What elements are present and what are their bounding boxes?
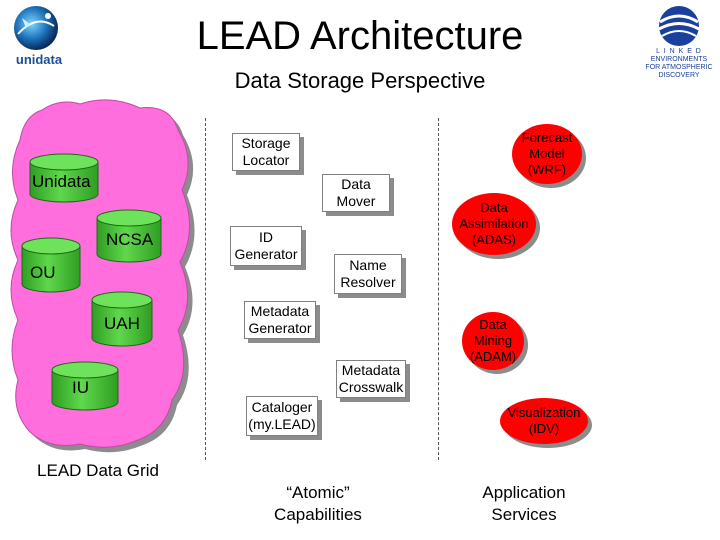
site-label-uah: UAH bbox=[104, 314, 140, 333]
cylinder-ncsa bbox=[96, 209, 162, 263]
separator-right bbox=[438, 118, 439, 460]
metadata-generator-label: Metadata Generator bbox=[248, 303, 312, 336]
visualization-label: Visualization (IDV) bbox=[507, 405, 581, 436]
unidata-logo-text: unidata bbox=[15, 52, 63, 67]
unidata-logo: unidata bbox=[8, 4, 74, 70]
forecast-model-service: Forecast Model (WRF) bbox=[512, 124, 582, 184]
lead-logo-text-4: DISCOVERY bbox=[658, 72, 700, 79]
globe-icon bbox=[14, 6, 58, 50]
cataloger-label: Cataloger (my.LEAD) bbox=[248, 399, 316, 432]
atomic-caption-text: “Atomic” Capabilities bbox=[274, 483, 362, 524]
name-resolver-label: Name Resolver bbox=[340, 257, 396, 290]
lead-logo-text-3: FOR ATMOSPHERIC bbox=[645, 64, 713, 71]
data-mover-label: Data Mover bbox=[336, 176, 376, 209]
metadata-crosswalk-label: Metadata Crosswalk bbox=[338, 362, 404, 395]
name-resolver-box: Name Resolver bbox=[334, 254, 402, 294]
cataloger-box: Cataloger (my.LEAD) bbox=[246, 396, 318, 436]
storage-locator-box: Storage Locator bbox=[232, 133, 300, 171]
visualization-service: Visualization (IDV) bbox=[500, 398, 588, 444]
lead-logo-text-1: L I N K E D bbox=[656, 48, 702, 55]
metadata-crosswalk-box: Metadata Crosswalk bbox=[336, 360, 406, 398]
id-generator-label: ID Generator bbox=[234, 229, 298, 262]
cylinder-iu bbox=[51, 361, 119, 411]
services-caption-text: Application Services bbox=[482, 483, 566, 524]
site-label-unidata: Unidata bbox=[32, 172, 91, 191]
site-label-iu: IU bbox=[72, 378, 89, 397]
data-mining-label: Data Mining (ADAM) bbox=[469, 317, 517, 364]
lead-logo: L I N K E D ENVIRONMENTS FOR ATMOSPHERIC… bbox=[642, 4, 716, 80]
id-generator-box: ID Generator bbox=[230, 226, 302, 266]
cylinder-unidata bbox=[29, 153, 99, 203]
metadata-generator-box: Metadata Generator bbox=[244, 301, 316, 339]
atomic-caption: “Atomic” Capabilities bbox=[248, 460, 388, 526]
site-label-ou: OU bbox=[30, 263, 56, 282]
data-mover-box: Data Mover bbox=[322, 174, 390, 212]
lead-logo-text-2: ENVIRONMENTS bbox=[650, 56, 708, 63]
storage-locator-label: Storage Locator bbox=[241, 135, 291, 168]
page-title: LEAD Architecture bbox=[196, 14, 524, 58]
forecast-model-label: Forecast Model (WRF) bbox=[521, 130, 573, 177]
site-label-ncsa: NCSA bbox=[106, 230, 154, 249]
services-caption: Application Services bbox=[458, 460, 590, 526]
data-assimilation-service: Data Assimilation (ADAS) bbox=[452, 193, 536, 255]
page-subtitle: Data Storage Perspective bbox=[234, 68, 486, 93]
data-assimilation-label: Data Assimilation (ADAS) bbox=[459, 200, 529, 247]
cylinder-ou bbox=[21, 237, 81, 293]
swirl-globe-icon bbox=[658, 6, 700, 46]
data-grid-caption: LEAD Data Grid bbox=[37, 461, 159, 480]
data-mining-service: Data Mining (ADAM) bbox=[462, 312, 524, 370]
separator-left bbox=[205, 118, 206, 460]
cylinder-uah bbox=[91, 291, 153, 347]
